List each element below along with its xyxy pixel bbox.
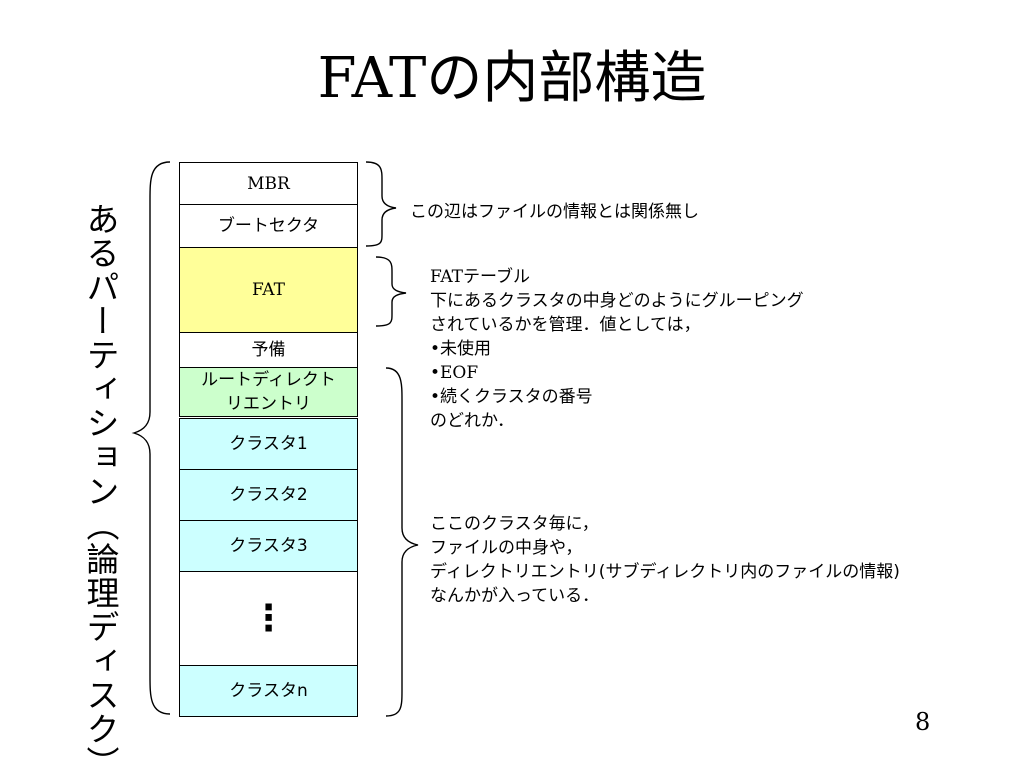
block-fat: FAT — [179, 247, 358, 333]
block-cluster-2: クラスタ2 — [179, 469, 358, 521]
partition-label: あるパーティション（論理ディスク） — [81, 202, 120, 780]
fat-table-note: FATテーブル 下にあるクラスタの中身どのようにグルーピング されているかを管理… — [430, 265, 804, 433]
cluster-area-brace — [385, 367, 419, 717]
cluster-note-line: ここのクラスタ毎に， — [430, 514, 599, 534]
fat-note-line: のどれか． — [430, 411, 515, 431]
block-cluster-3: クラスタ3 — [179, 520, 358, 572]
block-mbr: MBR — [179, 162, 358, 205]
fat-note-line: されているかを管理．値としては， — [430, 315, 701, 335]
block-cluster-n: クラスタn — [179, 665, 358, 717]
block-root-directory-entry: ルートディレクトリエントリ — [179, 367, 358, 417]
fat-note-line: •続くクラスタの番号 — [430, 387, 593, 407]
cluster-note-line: ディレクトリエントリ(サブディレクトリ内のファイルの情報) — [430, 562, 900, 582]
fat-note-line: •EOF — [430, 363, 479, 383]
cluster-note-line: なんかが入っている． — [430, 586, 600, 606]
page-number: 8 — [915, 708, 931, 736]
block-reserved: 予備 — [179, 332, 358, 368]
fat-note-line: 下にあるクラスタの中身どのようにグルーピング — [430, 291, 804, 311]
fat-area-brace — [375, 256, 407, 327]
cluster-note: ここのクラスタ毎に， ファイルの中身や， ディレクトリエントリ(サブディレクトリ… — [430, 512, 900, 608]
partition-left-brace — [131, 161, 171, 715]
cluster-note-line: ファイルの中身や， — [430, 538, 583, 558]
fat-note-line: •未使用 — [430, 339, 492, 359]
page-title: FATの内部構造 — [317, 46, 707, 111]
block-cluster-1: クラスタ1 — [179, 418, 358, 470]
block-ellipsis: ⋮ — [179, 571, 358, 666]
block-boot-sector: ブートセクタ — [179, 204, 358, 248]
fat-note-line: FATテーブル — [430, 267, 530, 287]
boot-area-brace — [365, 161, 397, 247]
boot-area-note: この辺はファイルの情報とは関係無し — [410, 202, 699, 222]
